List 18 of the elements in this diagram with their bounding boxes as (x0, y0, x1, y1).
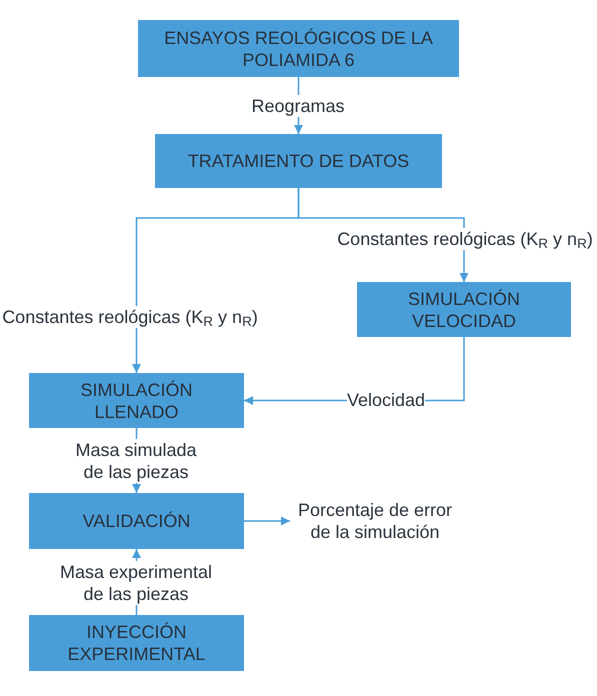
result-text: Porcentaje de error de la simulación (290, 499, 460, 543)
process-label: SIMULACIÓN VELOCIDAD (406, 288, 522, 332)
arrow (298, 188, 468, 282)
process-box (29, 493, 244, 549)
edge-label: Constantes reológicas (K$_{R}$ y n$_{R}$) (337, 228, 593, 250)
process-label: TRATAMIENTO DE DATOS (188, 150, 410, 172)
process-box (29, 615, 244, 671)
process-box (29, 373, 244, 428)
process-box (155, 134, 442, 188)
process-box (357, 282, 571, 337)
edge-label: Reogramas (251, 95, 345, 117)
process-label: INYECCIÓN EXPERIMENTAL (66, 621, 206, 665)
process-label: VALIDACIÓN (82, 510, 190, 532)
arrow (244, 516, 290, 526)
process-box (138, 20, 459, 77)
process-label: SIMULACIÓN LLENADO (79, 378, 194, 422)
process-label: ENSAYOS REOLÓGICOS DE LA POLIAMIDA 6 (163, 26, 434, 70)
edge-label: Constantes reológicas (K$_{R}$ y n$_{R}$) (2, 306, 258, 328)
